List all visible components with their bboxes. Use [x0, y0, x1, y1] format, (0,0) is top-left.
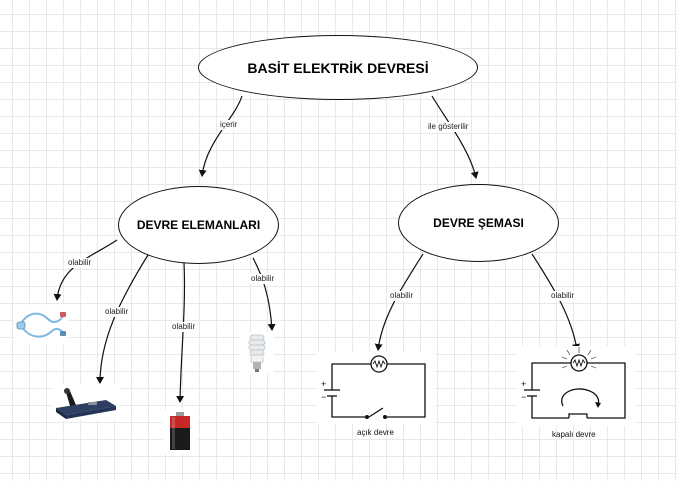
closed-circuit-schematic: + −	[517, 346, 635, 426]
edge-scheme-closed	[531, 253, 581, 351]
closed-circuit-minus-sign: −	[521, 392, 526, 402]
edge-scheme-open	[374, 253, 424, 351]
root-node-label: BASİT ELEKTRİK DEVRESİ	[247, 59, 429, 76]
open-circuit-plus-sign: +	[321, 379, 326, 389]
root-node: BASİT ELEKTRİK DEVRESİ	[198, 35, 478, 100]
edge-label-scheme-open: olabilir	[388, 291, 416, 301]
bulb-picture	[240, 332, 274, 374]
edge-elements-battery	[176, 261, 186, 403]
edge-elements-bulb	[252, 257, 276, 331]
battery-picture	[163, 410, 197, 454]
edge-root-scheme	[431, 95, 479, 179]
edge-label-elements-wire: olabilir	[66, 258, 94, 268]
edge-label-scheme-closed: olabilir	[549, 291, 577, 301]
edge-label-root-scheme: ile gösterilir	[426, 122, 471, 132]
closed-circuit-caption: kapalı devre	[552, 430, 596, 439]
closed-circuit-plus-sign: +	[521, 379, 526, 389]
edge-label-elements-switch: olabilir	[103, 307, 131, 317]
wires-picture	[14, 305, 68, 345]
edge-label-elements-bulb: olabilir	[249, 274, 277, 284]
open-circuit-schematic: + −	[317, 352, 435, 424]
elements-node: DEVRE ELEMANLARI	[118, 186, 279, 264]
edge-elements-switch	[96, 254, 149, 384]
edge-label-elements-battery: olabilir	[170, 322, 198, 332]
scheme-node-label: DEVRE ŞEMASI	[433, 216, 524, 230]
edge-root-elements	[198, 95, 243, 177]
edge-label-root-elements: içerir	[218, 120, 240, 130]
edge-elements-wire	[53, 239, 118, 301]
scheme-node: DEVRE ŞEMASI	[398, 184, 559, 262]
open-circuit-caption: açık devre	[357, 428, 394, 437]
switch-picture	[52, 384, 120, 420]
elements-node-label: DEVRE ELEMANLARI	[136, 218, 261, 232]
open-circuit-minus-sign: −	[321, 392, 326, 402]
